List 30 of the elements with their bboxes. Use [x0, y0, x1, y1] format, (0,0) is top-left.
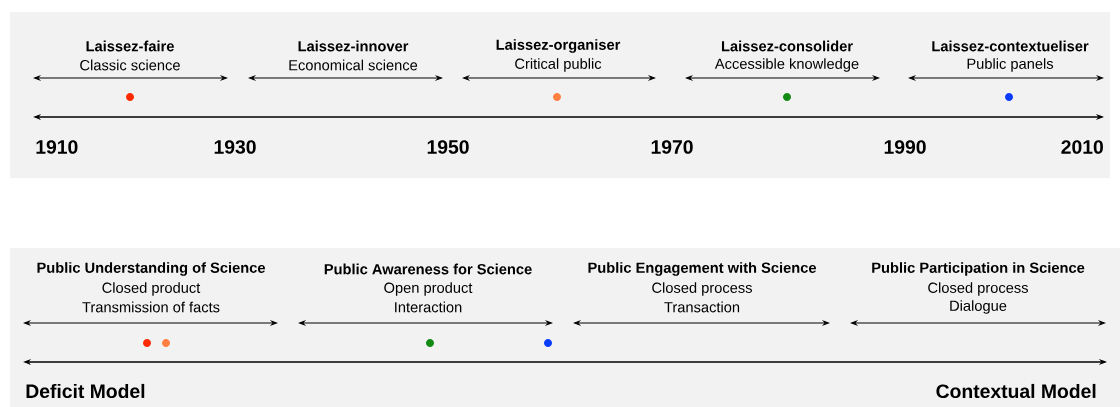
axis-label: 2010 — [1061, 140, 1103, 154]
axis-label: 1990 — [884, 140, 926, 154]
period-description: Closed product — [102, 282, 201, 296]
period-description: Dialogue — [950, 300, 1007, 314]
axis-label: Deficit Model — [26, 383, 145, 399]
period-description: Economical science — [289, 59, 418, 71]
period-description: Closed process — [652, 282, 752, 296]
period-heading: Public Engagement with Science — [588, 262, 816, 276]
period-heading: Public Awareness for Science — [324, 263, 532, 275]
axis-label: 1910 — [36, 140, 78, 154]
period-heading: Laissez-contextueliser — [932, 40, 1089, 52]
period-description: Public panels — [967, 58, 1054, 72]
period-description: Interaction — [395, 301, 462, 313]
period-description: Transmission of facts — [82, 301, 220, 313]
period-heading: Laissez-innover — [298, 40, 409, 52]
period-description: Critical public — [515, 58, 602, 72]
axis-label: 1930 — [214, 140, 256, 154]
period-heading: Laissez-faire — [86, 40, 174, 52]
axis-label: 1970 — [651, 140, 693, 154]
axis-label: Contextual Model — [936, 383, 1096, 399]
axis-label: 1950 — [427, 140, 469, 154]
period-description: Transaction — [664, 301, 740, 313]
period-heading: Public Understanding of Science — [37, 262, 265, 276]
period-heading: Laissez-consolider — [721, 40, 853, 52]
period-description: Open product — [384, 282, 473, 296]
period-heading: Laissez-organiser — [496, 39, 621, 53]
period-description: Classic science — [80, 59, 180, 71]
period-heading: Public Participation in Science — [872, 262, 1085, 276]
period-description: Closed process — [928, 282, 1028, 296]
period-description: Accessible knowledge — [714, 58, 859, 72]
